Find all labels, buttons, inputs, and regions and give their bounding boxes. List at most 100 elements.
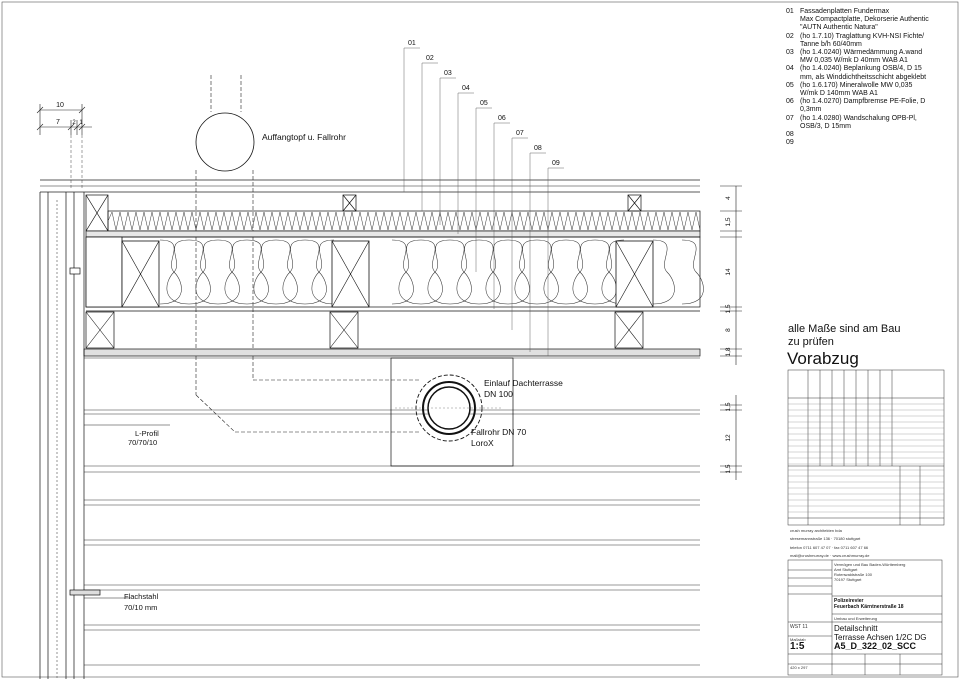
site-note-line-2: zu prüfen (788, 336, 834, 348)
stamp-table-rows (788, 403, 944, 513)
legend-text: (ho 1.7.10) Traglattung KVH-NSI Fichte/ (800, 32, 925, 40)
legend-text: Max Compactplatte, Dekorserie Authentic (800, 16, 929, 24)
label-flachstahl-2: 70/10 mm (124, 603, 157, 612)
guide-lines (70, 135, 83, 190)
callout-label: 02 (426, 55, 434, 62)
dim-mid: 2 (72, 120, 76, 126)
dim-left: 7 (56, 119, 60, 126)
label-lprofil-2: 70/70/10 (128, 438, 157, 447)
callout-label: 04 (462, 85, 470, 92)
legend-row: Tanne b/h 60/40mm (786, 41, 956, 49)
legend-number (786, 90, 800, 98)
project-line-1: Polizeirevier (834, 598, 864, 604)
legend-row: 08 (786, 131, 956, 139)
project-line-3: Umbau und Erweiterung (834, 616, 878, 621)
leader-lines (84, 424, 170, 599)
label-lprofil-1: L-Profil (135, 429, 159, 438)
legend-number: 07 (786, 114, 794, 122)
callout-label: 09 (552, 160, 560, 167)
callout-leaders (403, 47, 564, 356)
legend-row: 09 (786, 139, 956, 147)
batten-top (85, 194, 642, 232)
legend-number (786, 24, 800, 32)
legend-text: (ho 1.6.170) Mineralwolle MW 0,035 (800, 81, 913, 89)
legend-text: "AUTN Authentic Natura" (800, 24, 878, 32)
label-einlauf-1: Einlauf Dachterrasse (484, 378, 563, 388)
legend-row: mm, als Winddichtheitsschicht abgeklebt (786, 74, 956, 82)
right-dim-label: 1,5 (725, 217, 732, 226)
scale-value: 1:5 (790, 641, 805, 652)
label-auffangtopf: Auffangtopf u. Fallrohr (262, 132, 346, 142)
legend-text: (ho 1.4.0240) Beplankung OSB/4, D 15 (800, 65, 922, 73)
pipe-box (390, 357, 514, 467)
office-web: mail@crushmurray.de · www.crushmurray.de (790, 552, 870, 558)
legend-number (786, 41, 800, 49)
legend-row: 05(ho 1.6.170) Mineralwolle MW 0,035 (786, 82, 956, 90)
office-street: stresemannstraße 136 · 70180 stuttgart (790, 536, 861, 542)
legend-row: OSB/3, D 15mm (786, 123, 956, 131)
project-line-2: Feuerbach Kärntnerstraße 18 (834, 604, 904, 610)
legend-number (786, 123, 800, 131)
legend-row: MW 0,035 W/mk D 40mm WAB A1 (786, 57, 956, 65)
legend-row: 06 (ho 1.4.0270) Dampfbremse PE-Folie, D (786, 98, 956, 106)
client-line-4: 70197 Stuttgart (834, 577, 862, 582)
scale-label: Maßstab (790, 637, 806, 642)
legend-text: (ho 1.4.0280) Wandschalung OPB-Pl, (800, 114, 917, 122)
paper-format: 420 x 297 (790, 665, 808, 670)
legend-number (786, 74, 800, 82)
client-line-3: Rotenwaldstraße 100 (834, 572, 873, 577)
legend-text: Tanne b/h 60/40mm (800, 40, 862, 48)
right-dim-label: 1,5 (725, 402, 732, 411)
wall-section (40, 179, 704, 666)
legend-text: (ho 1.4.0270) Dampfbremse PE-Folie, D (800, 98, 926, 106)
right-dim-label: 1,5 (725, 464, 732, 473)
legend-number: 01 (786, 8, 794, 15)
callout-label: 03 (444, 70, 452, 77)
legend-row: 03(ho 1.4.0240) Wärmedämmung A.wand (786, 49, 956, 57)
legend-number: 04 (786, 65, 794, 73)
legend-number (786, 106, 800, 114)
office-phone: telefon 0711 607 47 07 · fax 0711 607 47… (790, 544, 869, 550)
legend-number: 09 (786, 139, 794, 147)
phase: WST 11 (790, 624, 808, 630)
legend-row: 02(ho 1.7.10) Traglattung KVH-NSI Fichte… (786, 33, 956, 41)
legend-number (786, 57, 800, 65)
stamp-table (787, 369, 945, 526)
client-block: Vermögen und Bau Baden-Württemberg Amt S… (834, 562, 905, 582)
office-name: crush murray architekten bda (790, 528, 842, 533)
legend-number: 03 (786, 49, 794, 57)
legend-text: OSB/3, D 15mm (800, 122, 851, 130)
drawing-title-2: Terrasse Achsen 1/2C DG (834, 633, 927, 642)
callout-label: 05 (480, 100, 488, 107)
label-flachstahl-1: Flachstahl (124, 592, 159, 601)
right-dim-label: 12 (725, 434, 732, 442)
label-fallrohr-2: LoroX (471, 438, 494, 448)
legend-row: Max Compactplatte, Dekorserie Authentic (786, 16, 956, 24)
legend-row: 04 (ho 1.4.0240) Beplankung OSB/4, D 15 (786, 65, 956, 73)
right-dim-label: 1,5 (725, 304, 732, 313)
right-dim-label: 1,8 (725, 347, 732, 356)
right-dim-label: 14 (725, 268, 732, 276)
right-dimension-chain (720, 185, 742, 480)
legend-number: 06 (786, 98, 794, 106)
drawing-title-1: Detailschnitt (834, 624, 878, 633)
pipe-path-dashed (195, 75, 420, 433)
callout-label: 07 (516, 130, 524, 137)
callout-label: 08 (534, 145, 542, 152)
client-line-2: Amt Stuttgart (834, 567, 858, 572)
legend-text: mm, als Winddichtheitsschicht abgeklebt (800, 73, 927, 81)
title-block (787, 559, 943, 676)
site-note: alle Maße sind am Bau zu prüfen (788, 323, 901, 349)
legend-number (786, 16, 800, 24)
plan-number: A5_D_322_02_SCC (834, 641, 917, 651)
callout-label: 01 (408, 40, 416, 47)
dim-total: 10 (56, 102, 64, 109)
legend-row: 0,3mm (786, 106, 956, 114)
legend-text: MW 0,035 W/mk D 40mm WAB A1 (800, 57, 908, 65)
project-block: Polizeirevier Feuerbach Kärntnerstraße 1… (834, 598, 903, 610)
